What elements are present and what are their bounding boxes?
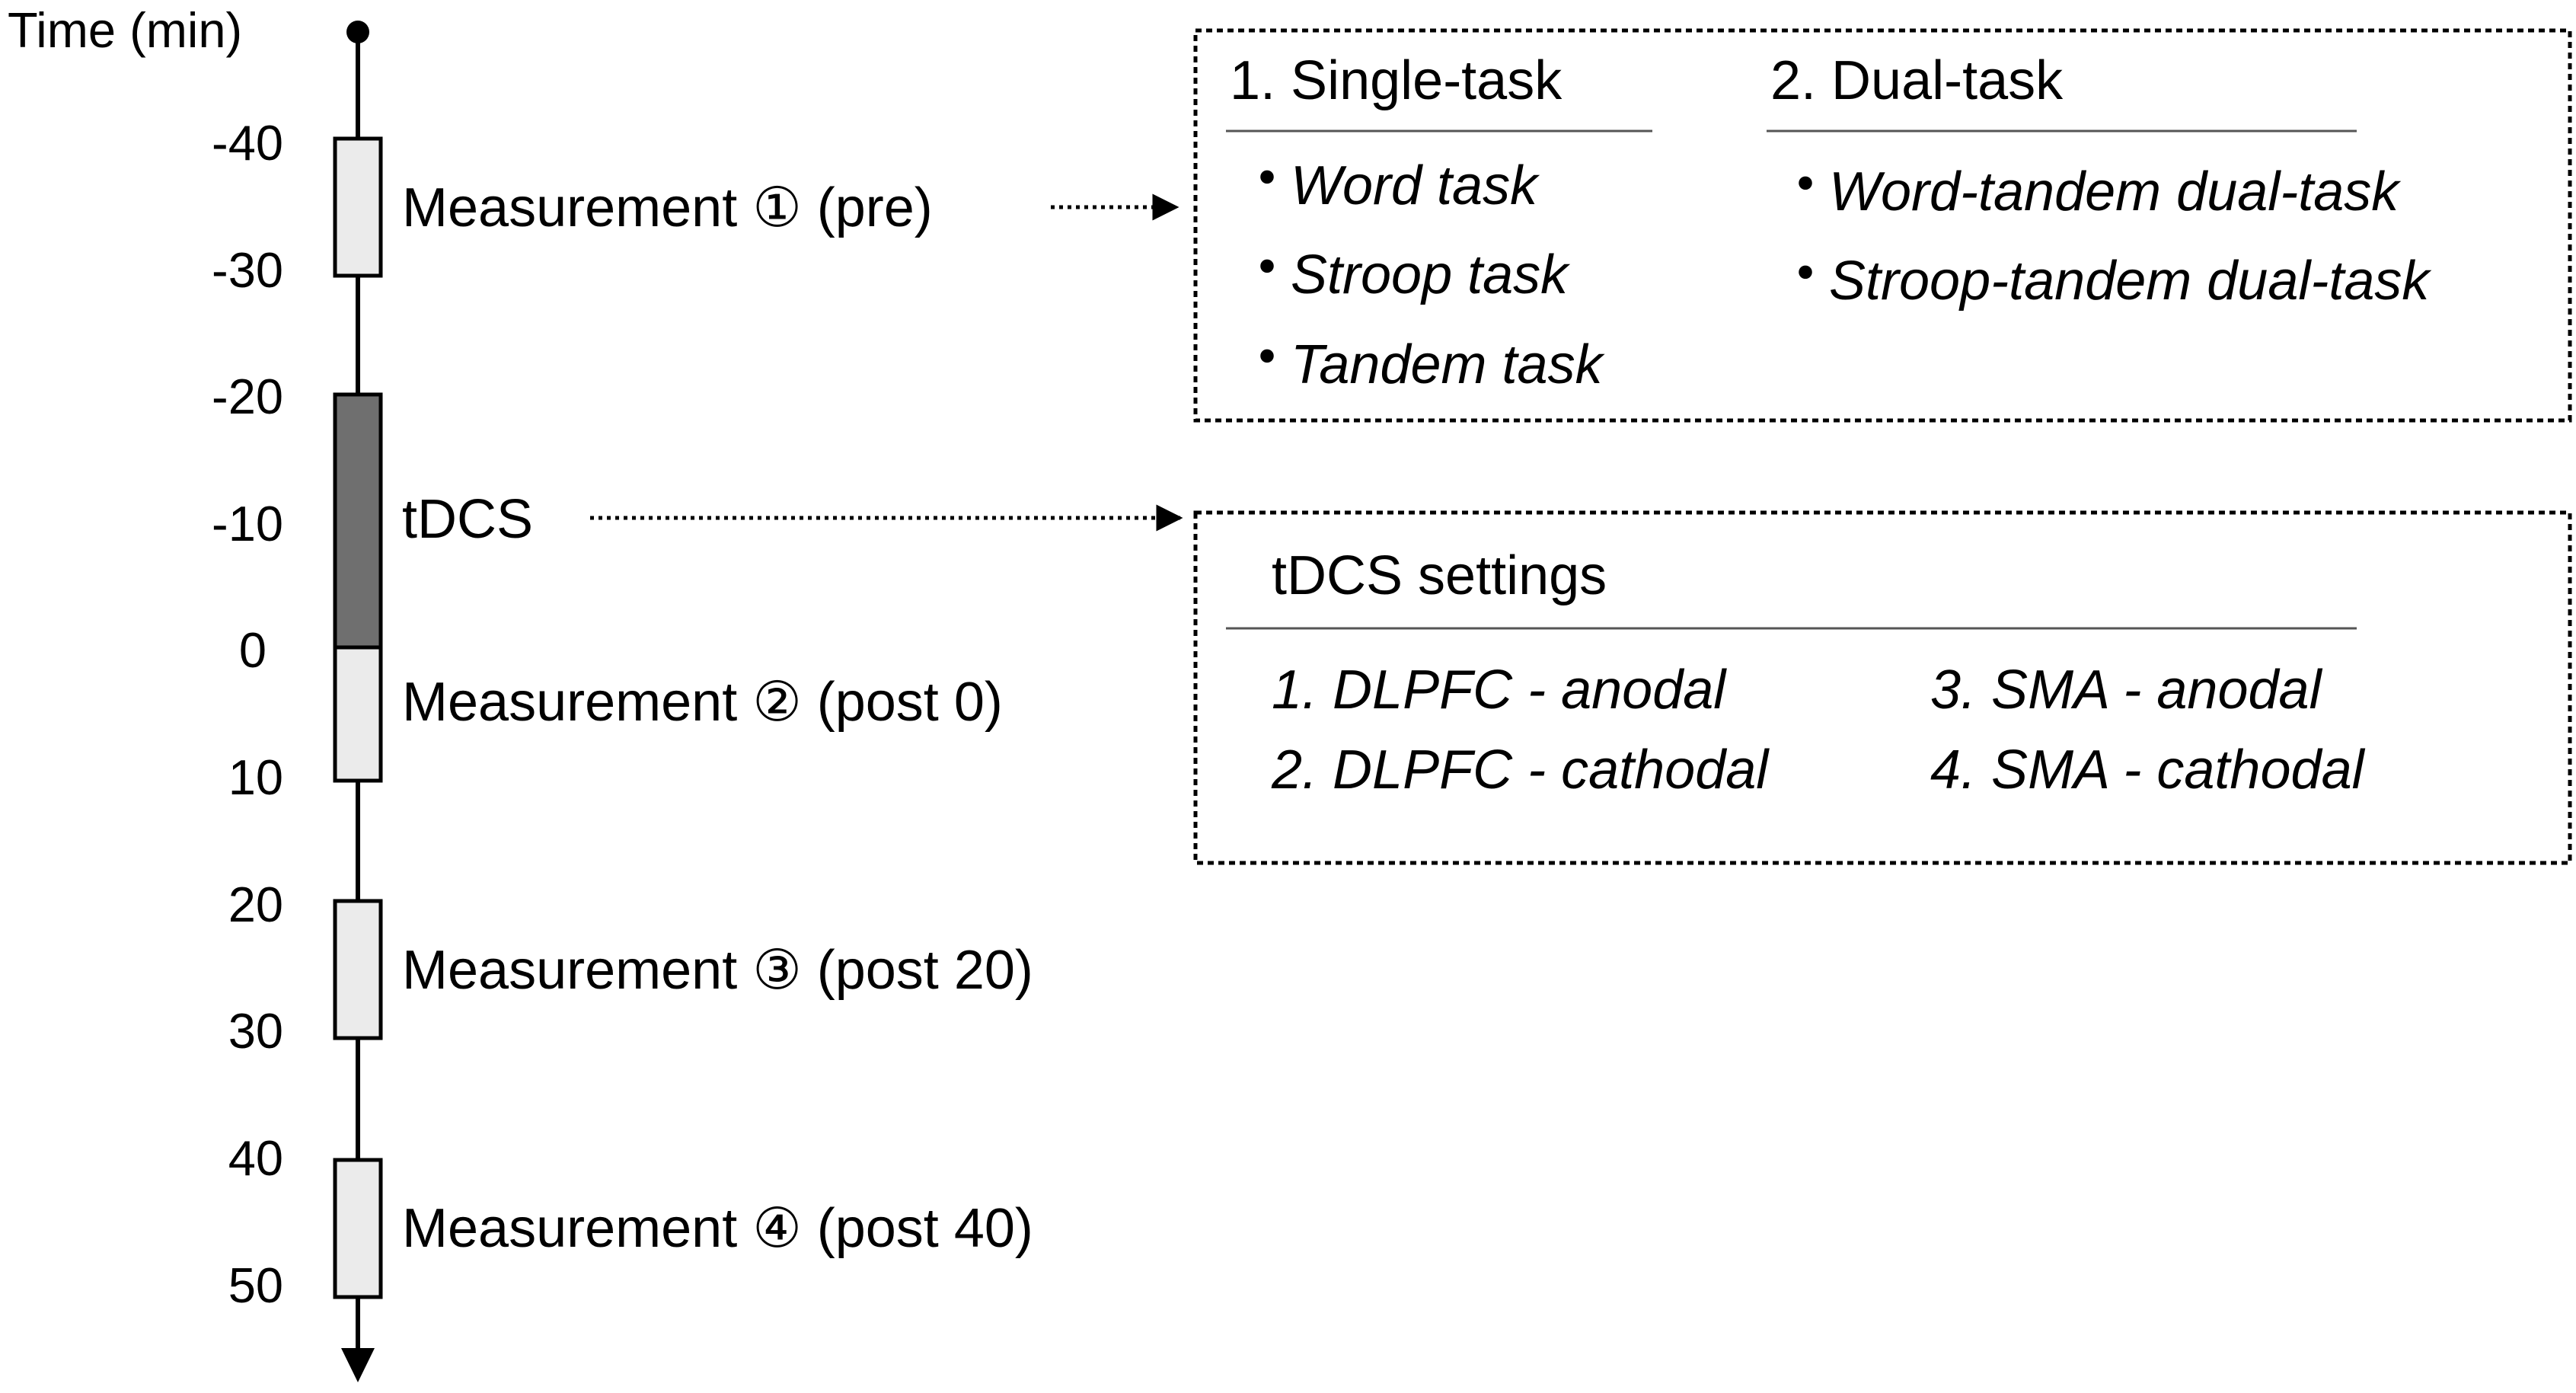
single-task-heading: 1. Single-task	[1230, 50, 1563, 111]
tick-label: -10	[212, 496, 283, 551]
tick-label: 10	[228, 749, 283, 805]
task-box-border	[1193, 28, 2572, 423]
measurement-post0-block	[333, 645, 383, 783]
bullet-icon: ・	[1778, 244, 1833, 305]
timeline-end-arrow	[341, 1348, 375, 1382]
task-item: Tandem task	[1291, 334, 1606, 395]
tick-label: 20	[228, 877, 283, 932]
timeline-title: Time (min)	[8, 2, 242, 58]
measurement-post40-block	[333, 1158, 383, 1299]
tdcs-settings-box: tDCS settings 1. DLPFC - anodal 2. DLPFC…	[1193, 510, 2572, 865]
bullet-icon: ・	[1240, 328, 1294, 389]
task-item: Word-tandem dual-task	[1829, 161, 2402, 222]
task-box: 1. Single-task ・ Word task ・ Stroop task…	[1193, 28, 2572, 423]
measurement-post0-label: Measurement ② (post 0)	[402, 672, 1003, 733]
tick-label: -30	[212, 242, 283, 298]
task-item: Stroop task	[1291, 244, 1571, 305]
tdcs-label: tDCS	[402, 489, 533, 550]
measurement-pre-label: Measurement ① (pre)	[402, 177, 933, 238]
measurement-post40-label: Measurement ④ (post 40)	[402, 1198, 1033, 1259]
tdcs-block	[333, 392, 383, 650]
timeline-segments	[333, 136, 383, 1299]
tick-label: 0	[239, 622, 267, 678]
timeline-ticks: -40 -30 -20 -10 0 10 20 30 40 50	[212, 115, 283, 1313]
bullet-icon: ・	[1778, 155, 1833, 216]
tick-label: 40	[228, 1130, 283, 1186]
tick-label: -40	[212, 115, 283, 171]
task-item: Stroop-tandem dual-task	[1829, 251, 2432, 312]
tick-label: 50	[228, 1257, 283, 1313]
bullet-icon: ・	[1240, 238, 1294, 299]
task-item: Word task	[1291, 155, 1540, 216]
tdcs-box-border	[1193, 510, 2572, 865]
tdcs-setting: 2. DLPFC - cathodal	[1271, 740, 1770, 800]
measurement-post20-label: Measurement ③ (post 20)	[402, 940, 1033, 1001]
tdcs-setting: 3. SMA - anodal	[1930, 660, 2323, 720]
measurement-post20-block	[333, 899, 383, 1040]
tick-label: -20	[212, 369, 283, 424]
tdcs-setting: 1. DLPFC - anodal	[1272, 660, 1727, 720]
dual-task-heading: 2. Dual-task	[1770, 50, 2064, 111]
measurement-pre-block	[333, 136, 383, 278]
tdcs-settings-heading: tDCS settings	[1272, 545, 1607, 606]
tick-label: 30	[228, 1003, 283, 1059]
tdcs-setting: 4. SMA - cathodal	[1930, 740, 2366, 800]
bullet-icon: ・	[1240, 149, 1294, 210]
